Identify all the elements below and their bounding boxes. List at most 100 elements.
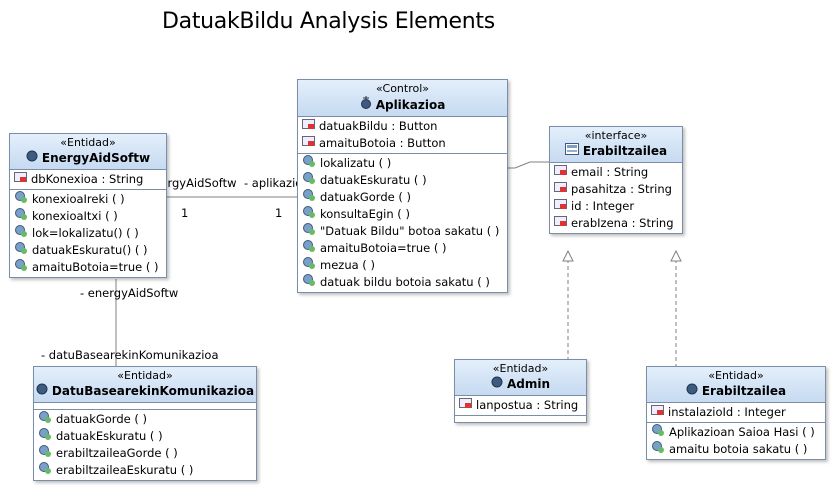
class-header: «Entidad» EnergyAidSoftw (10, 134, 166, 170)
operation-row[interactable]: datuakGorde ( ) (298, 189, 507, 206)
class-header: «Control» Aplikazioa (298, 80, 507, 117)
stereotype: «Control» (375, 82, 430, 95)
stereotype: «interface» (584, 129, 648, 142)
operation-icon (14, 190, 28, 209)
operation-icon (302, 222, 316, 241)
stereotype: «Entidad» (708, 369, 764, 382)
operation-icon (651, 440, 665, 459)
private-attribute-icon (651, 404, 664, 421)
attribute-row[interactable]: datuakBildu : Button (298, 118, 507, 135)
operation-row[interactable]: datuakGorde ( ) (34, 411, 256, 428)
operation-row[interactable]: lok=lokalizatu() ( ) (10, 225, 166, 242)
multiplicity-right: 1 (275, 206, 283, 220)
operation-row[interactable]: "Datuak Bildu" botoa sakatu ( ) (298, 223, 507, 240)
operations-section (455, 416, 586, 422)
operation-row[interactable]: datuakEskuratu ( ) (298, 172, 507, 189)
class-name: Erabiltzailea (649, 383, 823, 399)
private-attribute-icon (554, 164, 567, 181)
control-icon (360, 96, 372, 113)
operations-section: Aplikazioan Saioa Hasi ( ) amaitu botoia… (647, 423, 825, 459)
class-name: Admin (457, 376, 584, 392)
attribute-row[interactable]: pasahitza : String (550, 181, 682, 198)
operation-icon (302, 188, 316, 207)
class-name-text: Erabiltzailea (582, 144, 668, 158)
operation-row[interactable]: konexioaItxi ( ) (10, 208, 166, 225)
operation-row[interactable]: datuakEskuratu ( ) (34, 428, 256, 445)
class-name-text: Aplikazioa (375, 97, 446, 112)
class-datubasearekinkomunikazioa[interactable]: «Entidad» DatuBasearekinKomunikazioa dat… (33, 366, 257, 481)
attribute-row[interactable]: erabIzena : String (550, 215, 682, 232)
stereotype: «Entidad» (117, 369, 173, 382)
operation-icon (302, 205, 316, 224)
operation-row[interactable]: mezua ( ) (298, 257, 507, 274)
operation-row[interactable]: amaituBotoia=true ( ) (10, 259, 166, 276)
class-header: «Entidad» Admin (455, 360, 586, 396)
operation-row[interactable]: amaitu botoia sakatu ( ) (647, 441, 825, 458)
class-aplikazioa[interactable]: «Control» Aplikazioa datuakBildu : Butto… (297, 79, 508, 293)
private-attribute-icon (554, 215, 567, 232)
operation-icon (651, 423, 665, 442)
operation-icon (38, 461, 52, 480)
attribute-row[interactable]: instalazioId : Integer (647, 404, 825, 421)
role-label-energy-down: - energyAidSoftw (80, 286, 179, 300)
operation-row[interactable]: datuakEskuratu() ( ) (10, 242, 166, 259)
class-erabiltzailea[interactable]: «Entidad» Erabiltzailea instalazioId : I… (646, 366, 826, 460)
operation-icon (38, 444, 52, 463)
class-header: «Entidad» DatuBasearekinKomunikazioa (34, 367, 256, 403)
attributes-section: lanpostua : String (455, 396, 586, 416)
class-name: Erabiltzailea (552, 143, 680, 159)
entity-icon (491, 376, 503, 392)
private-attribute-icon (14, 171, 27, 188)
class-name-text: Admin (506, 377, 551, 391)
attribute-row[interactable]: id : Integer (550, 198, 682, 215)
operation-row[interactable]: konexioaIreki ( ) (10, 191, 166, 208)
private-attribute-icon (459, 397, 472, 414)
attribute-row[interactable]: amaituBotoia : Button (298, 135, 507, 152)
private-attribute-icon (302, 118, 315, 135)
class-name-text: EnergyAidSoftw (41, 151, 151, 165)
interface-erabiltzailea[interactable]: «interface» Erabiltzailea email : String… (549, 126, 683, 234)
class-name-text: DatuBasearekinKomunikazioa (51, 384, 255, 398)
entity-icon (36, 383, 48, 399)
operation-row[interactable]: konsultaEgin ( ) (298, 206, 507, 223)
operation-row[interactable]: erabiltzaileaGorde ( ) (34, 445, 256, 462)
entity-icon (26, 150, 38, 166)
operation-icon (38, 410, 52, 429)
attribute-row[interactable]: lanpostua : String (455, 397, 586, 414)
attributes-section: datuakBildu : Button amaituBotoia : Butt… (298, 117, 507, 154)
operation-icon (302, 256, 316, 275)
operation-icon (14, 258, 28, 277)
class-header: «Entidad» Erabiltzailea (647, 367, 825, 403)
operation-row[interactable]: amaituBotoia=true ( ) (298, 240, 507, 257)
private-attribute-icon (554, 181, 567, 198)
attribute-row[interactable]: dbKonexioa : String (10, 171, 166, 188)
operations-section: konexioaIreki ( ) konexioaItxi ( ) lok=l… (10, 190, 166, 277)
operation-icon (302, 239, 316, 258)
operation-icon (302, 154, 316, 173)
class-energyaidsoftw[interactable]: «Entidad» EnergyAidSoftw dbKonexioa : St… (9, 133, 167, 278)
role-label-datubase: - datuBasearekinKomunikazioa (41, 348, 219, 362)
operation-icon (14, 224, 28, 243)
operation-row[interactable]: datuak bildu botoia sakatu ( ) (298, 274, 507, 291)
role-label-energy: energyAidSoftw (146, 176, 237, 190)
stereotype: «Entidad» (492, 362, 549, 375)
operation-icon (14, 207, 28, 226)
attribute-row[interactable]: email : String (550, 164, 682, 181)
operations-section: datuakGorde ( ) datuakEskuratu ( ) erabi… (34, 410, 256, 480)
attributes-section: instalazioId : Integer (647, 403, 825, 423)
interface-icon (564, 143, 579, 159)
operation-row[interactable]: lokalizatu ( ) (298, 155, 507, 172)
attributes-section (34, 403, 256, 410)
stereotype: «Entidad» (60, 136, 116, 149)
operation-icon (302, 171, 316, 190)
operation-icon (302, 273, 316, 292)
attributes-section: dbKonexioa : String (10, 170, 166, 190)
operation-row[interactable]: Aplikazioan Saioa Hasi ( ) (647, 424, 825, 441)
operation-row[interactable]: erabiltzaileaEskuratu ( ) (34, 462, 256, 479)
class-admin[interactable]: «Entidad» Admin lanpostua : String (454, 359, 587, 423)
multiplicity-left: 1 (181, 206, 189, 220)
class-name: EnergyAidSoftw (12, 150, 164, 166)
class-name-text: Erabiltzailea (701, 384, 787, 398)
class-name: DatuBasearekinKomunikazioa (36, 383, 254, 399)
